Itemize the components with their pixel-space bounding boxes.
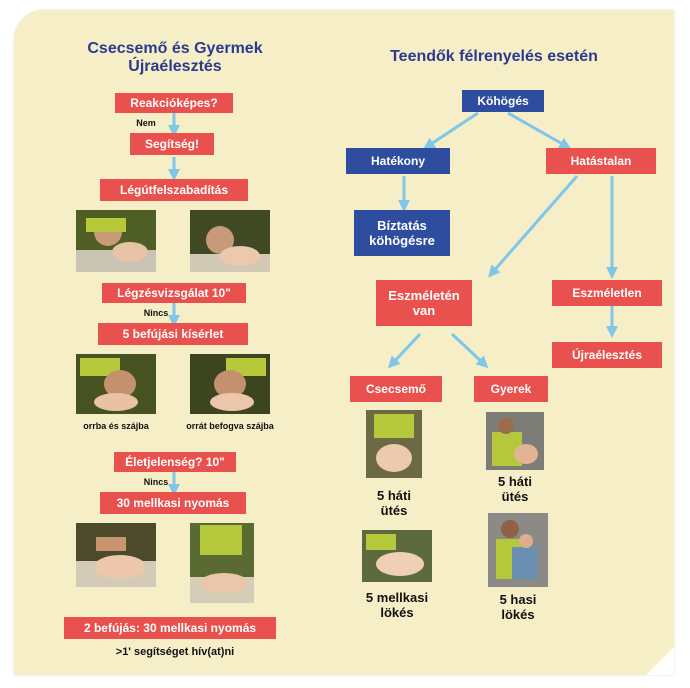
photo-nose-closed xyxy=(190,354,270,414)
box-effective: Hatékony xyxy=(346,148,450,174)
label-no: Nem xyxy=(136,118,156,128)
box-cough: Köhögés xyxy=(462,90,544,112)
photo-infant-chest-thrusts-art xyxy=(362,530,432,582)
poster-folded-corner xyxy=(646,647,674,675)
caption-child-abdominal-thrusts: 5 hasi lökés xyxy=(499,592,537,622)
caption-nose-closed: orrát befogva szájba xyxy=(186,421,274,431)
photo-child-back-blows-art xyxy=(486,412,544,470)
photo-nose-closed-art xyxy=(190,354,270,414)
photo-child-back-blows xyxy=(486,412,544,470)
left-title-line1: Csecsemő és Gyermek xyxy=(87,40,263,57)
box-life-signs: Életjelenség? 10" xyxy=(114,452,236,472)
arrow-conscious-child xyxy=(450,332,489,369)
photo-compressions-child-art xyxy=(190,523,254,603)
caption-infant-chest-thrusts: 5 mellkasi lökés xyxy=(365,590,429,620)
right-title: Teendők félrenyelés esetén xyxy=(390,48,598,65)
photo-airway-2-art xyxy=(190,210,270,272)
arrow-cough-ineffective xyxy=(507,111,572,149)
box-ineffective: Hatástalan xyxy=(546,148,656,174)
left-title: Csecsemő és Gyermek Újraélesztés xyxy=(45,40,305,76)
arrow-ineffective-conscious xyxy=(488,175,579,278)
photo-compressions-child xyxy=(190,523,254,603)
photo-mouth-nose-art xyxy=(76,354,156,414)
box-compressions: 30 mellkasi nyomás xyxy=(100,492,246,514)
label-none-1: Nincs xyxy=(143,308,169,318)
caption-infant-back-blows: 5 háti ütés xyxy=(377,488,411,518)
caption-mouth-nose: orrba és szájba xyxy=(83,421,149,431)
box-breath-check: Légzésvizsgálat 10" xyxy=(102,283,246,303)
box-reactive: Reakcióképes? xyxy=(115,93,233,113)
box-help: Segítség! xyxy=(130,133,214,155)
box-conscious: Eszméletén van xyxy=(376,280,472,326)
photo-compressions-infant xyxy=(76,523,156,587)
box-unconscious: Eszméletlen xyxy=(552,280,662,306)
photo-compressions-infant-art xyxy=(76,523,156,587)
photo-airway-1-art xyxy=(76,210,156,272)
photo-infant-back-blows xyxy=(366,410,422,478)
photo-mouth-nose xyxy=(76,354,156,414)
box-encourage: Bíztatás köhögésre xyxy=(354,210,450,256)
photo-infant-back-blows-art xyxy=(366,410,422,478)
photo-child-abdominal-thrusts xyxy=(488,513,548,587)
box-infant: Csecsemő xyxy=(350,376,442,402)
box-cycle: 2 befújás: 30 mellkasi nyomás xyxy=(64,617,276,639)
photo-infant-chest-thrusts xyxy=(362,530,432,582)
caption-child-back-blows: 5 háti ütés xyxy=(498,474,532,504)
arrow-cough-effective xyxy=(422,111,479,150)
photo-airway-1 xyxy=(76,210,156,272)
call-help-text: >1' segítséget hív(at)ni xyxy=(115,646,235,658)
box-airway: Légútfelszabadítás xyxy=(100,179,248,201)
label-none-2: Nincs xyxy=(143,477,169,487)
arrow-conscious-infant xyxy=(387,332,422,369)
left-title-line2: Újraélesztés xyxy=(128,58,222,75)
box-cpr: Újraélesztés xyxy=(552,342,662,368)
photo-child-abdominal-thrusts-art xyxy=(488,513,548,587)
box-rescue-breaths: 5 befújási kísérlet xyxy=(98,323,248,345)
box-child: Gyerek xyxy=(474,376,548,402)
photo-airway-2 xyxy=(190,210,270,272)
